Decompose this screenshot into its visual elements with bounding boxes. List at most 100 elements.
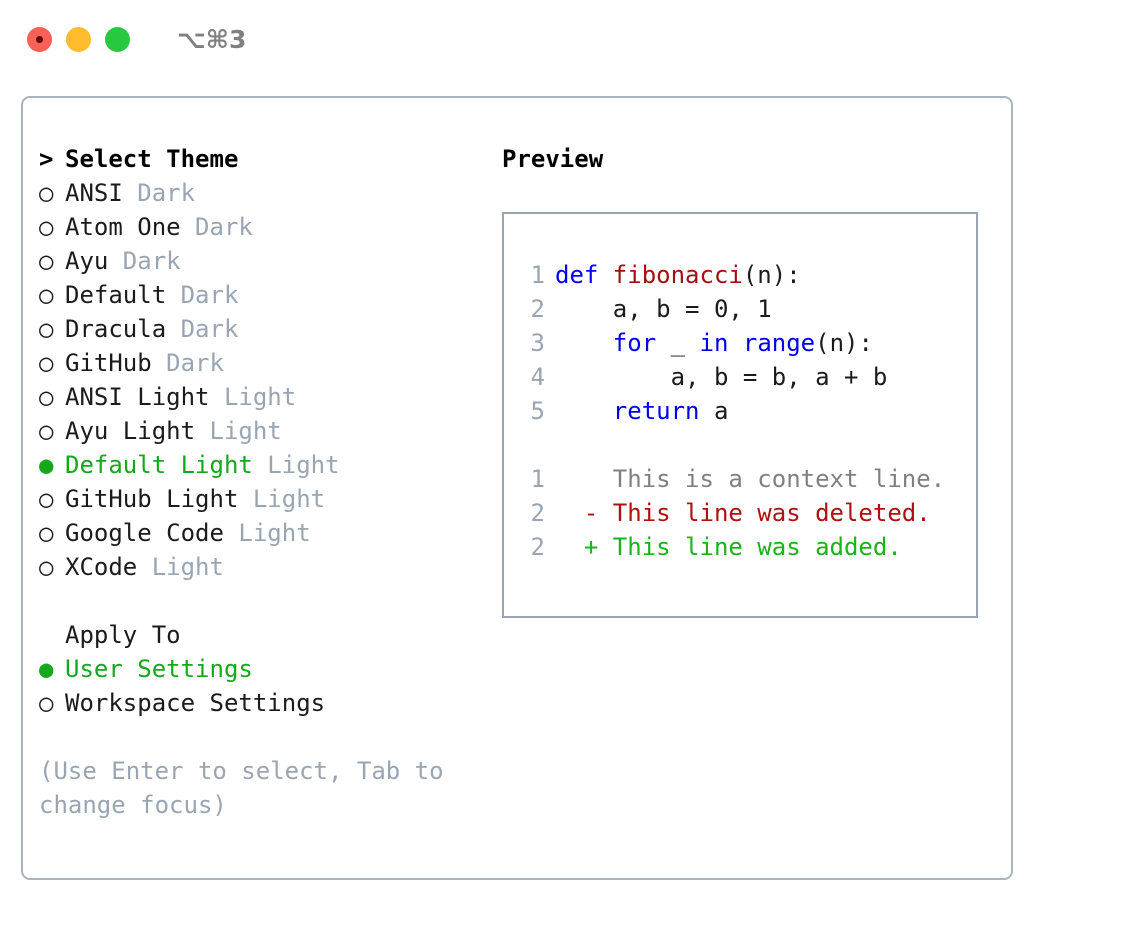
theme-list[interactable]: >Select Theme○ANSI Dark○Atom One Dark○Ay… [39,142,479,584]
preview-title: Preview [502,145,604,173]
theme-option-row[interactable]: ○Default Dark [39,278,479,312]
diff-line-text: This line was added. [612,533,902,561]
theme-option-tag: Dark [151,349,224,377]
diff-line: 2 - This line was deleted. [517,496,945,530]
radio-unselected-icon[interactable]: ○ [39,553,54,581]
theme-option-tag: Light [209,383,297,411]
list-spacer [39,584,479,618]
code-token: def [555,261,613,289]
code-line: 5 return a [517,394,945,428]
maximize-button[interactable] [105,26,130,52]
radio-unselected-icon[interactable]: ○ [39,383,54,411]
window-controls [27,26,130,52]
theme-list-header: > Select Theme [39,142,479,176]
apply-to-option-label: Workspace Settings [65,689,326,717]
theme-option-row[interactable]: ○Ayu Light Light [39,414,479,448]
code-line-number: 2 [530,295,545,323]
theme-option-row[interactable]: ○ANSI Light Light [39,380,479,414]
radio-selected-icon[interactable]: ● [39,655,54,683]
theme-selection-column: >Select Theme○ANSI Dark○Atom One Dark○Ay… [39,142,479,822]
theme-option-label: Google Code [65,519,224,547]
code-token: a, b = 0, 1 [555,295,772,323]
theme-option-tag: Dark [166,315,239,343]
theme-option-row[interactable]: ○ Dracula Dark [39,312,479,346]
radio-unselected-icon[interactable]: ○ [39,417,54,445]
theme-list-header-label: Select Theme [65,145,239,173]
theme-option-label: GitHub Light [65,485,239,513]
theme-option-tag: Light [223,519,311,547]
theme-option-tag: Dark [166,281,239,309]
code-token: for [612,329,657,357]
apply-to-list[interactable]: Apply To ●User Settings ○ Workspace Setting… [39,618,479,720]
code-diff-gap [517,428,945,462]
diff-marker: + [555,533,613,561]
theme-option-tag: Light [195,417,282,445]
theme-option-label: Dracula [65,315,167,343]
minimize-button[interactable] [66,26,91,52]
code-line-number: 1 [530,261,545,289]
code-token: _ [656,329,700,357]
code-token: return [612,397,700,425]
code-token [555,397,613,425]
radio-unselected-icon[interactable]: ○ [39,485,54,513]
diff-line: 1 This is a context line. [517,462,946,496]
radio-unselected-icon[interactable]: ○ [39,179,54,207]
radio-unselected-icon[interactable]: ○ [39,349,54,377]
code-line: 4 a, b = b, a + b [517,360,945,394]
diff-line-text: This line was deleted. [612,499,931,527]
diff-line: 2 + This line was added. [517,530,945,564]
code-line: 3 for _ in range(n): [517,326,945,360]
apply-to-header-indent [39,618,65,652]
theme-option-tag: Dark [122,179,196,207]
code-line-number: 5 [530,397,545,425]
theme-option-row[interactable]: ○ Google Code Light [39,516,479,550]
diff-line-number: 2 [530,499,545,527]
theme-option-label: GitHub [65,349,152,377]
code-line-number: 4 [530,363,545,391]
apply-to-header-label: Apply To [65,621,181,649]
diff-line-number: 1 [530,465,545,493]
code-token: a, b = b, a + b [555,363,888,391]
theme-option-row[interactable]: ○ GitHub Dark [39,346,479,380]
theme-option-row[interactable]: ○Atom One Dark [39,210,479,244]
theme-option-tag: Light [238,485,326,513]
diff-line-number: 2 [530,533,545,561]
code-line: 2 a, b = 0, 1 [517,292,945,326]
code-token [728,329,742,357]
radio-unselected-icon[interactable]: ○ [39,689,54,717]
apply-to-option-row[interactable]: ●User Settings [39,652,479,686]
theme-option-tag: Light [137,553,224,581]
keyboard-shortcut-label: ⌥⌘3 [177,24,247,54]
radio-unselected-icon[interactable]: ○ [39,213,54,241]
radio-unselected-icon[interactable]: ○ [39,247,54,275]
theme-option-label: ANSI [65,179,123,207]
diff-marker [555,465,613,493]
theme-option-row[interactable]: ○ XCode Light [39,550,479,584]
diff-line-text: This is a context line. [612,465,946,493]
theme-option-row[interactable]: ● Default Light Light [39,448,479,482]
theme-option-tag: Dark [180,213,253,241]
theme-option-row[interactable]: ○Ayu Dark [39,244,479,278]
theme-option-row[interactable]: ○ GitHub Light Light [39,482,479,516]
code-token: (n): [742,261,801,289]
radio-unselected-icon[interactable]: ○ [39,281,54,309]
close-button[interactable] [27,26,52,52]
radio-unselected-icon[interactable]: ○ [39,315,54,343]
theme-option-label: Ayu [65,247,109,275]
apply-to-header: Apply To [39,618,479,652]
theme-option-tag: Light [252,451,340,479]
theme-option-label: XCode [65,553,138,581]
theme-option-row[interactable]: ○ ANSI Dark [39,176,479,210]
title-bar: ⌥⌘3 [0,0,1140,78]
dialog-panel: >Select Theme○ANSI Dark○Atom One Dark○Ay… [21,96,1013,880]
theme-option-label: Default Light [65,451,253,479]
apply-to-option-row[interactable]: ○ Workspace Settings [39,686,479,720]
hint-spacer [39,720,479,754]
radio-selected-icon[interactable]: ● [39,451,54,479]
radio-unselected-icon[interactable]: ○ [39,519,54,547]
chevron-right-icon: > [39,145,54,173]
